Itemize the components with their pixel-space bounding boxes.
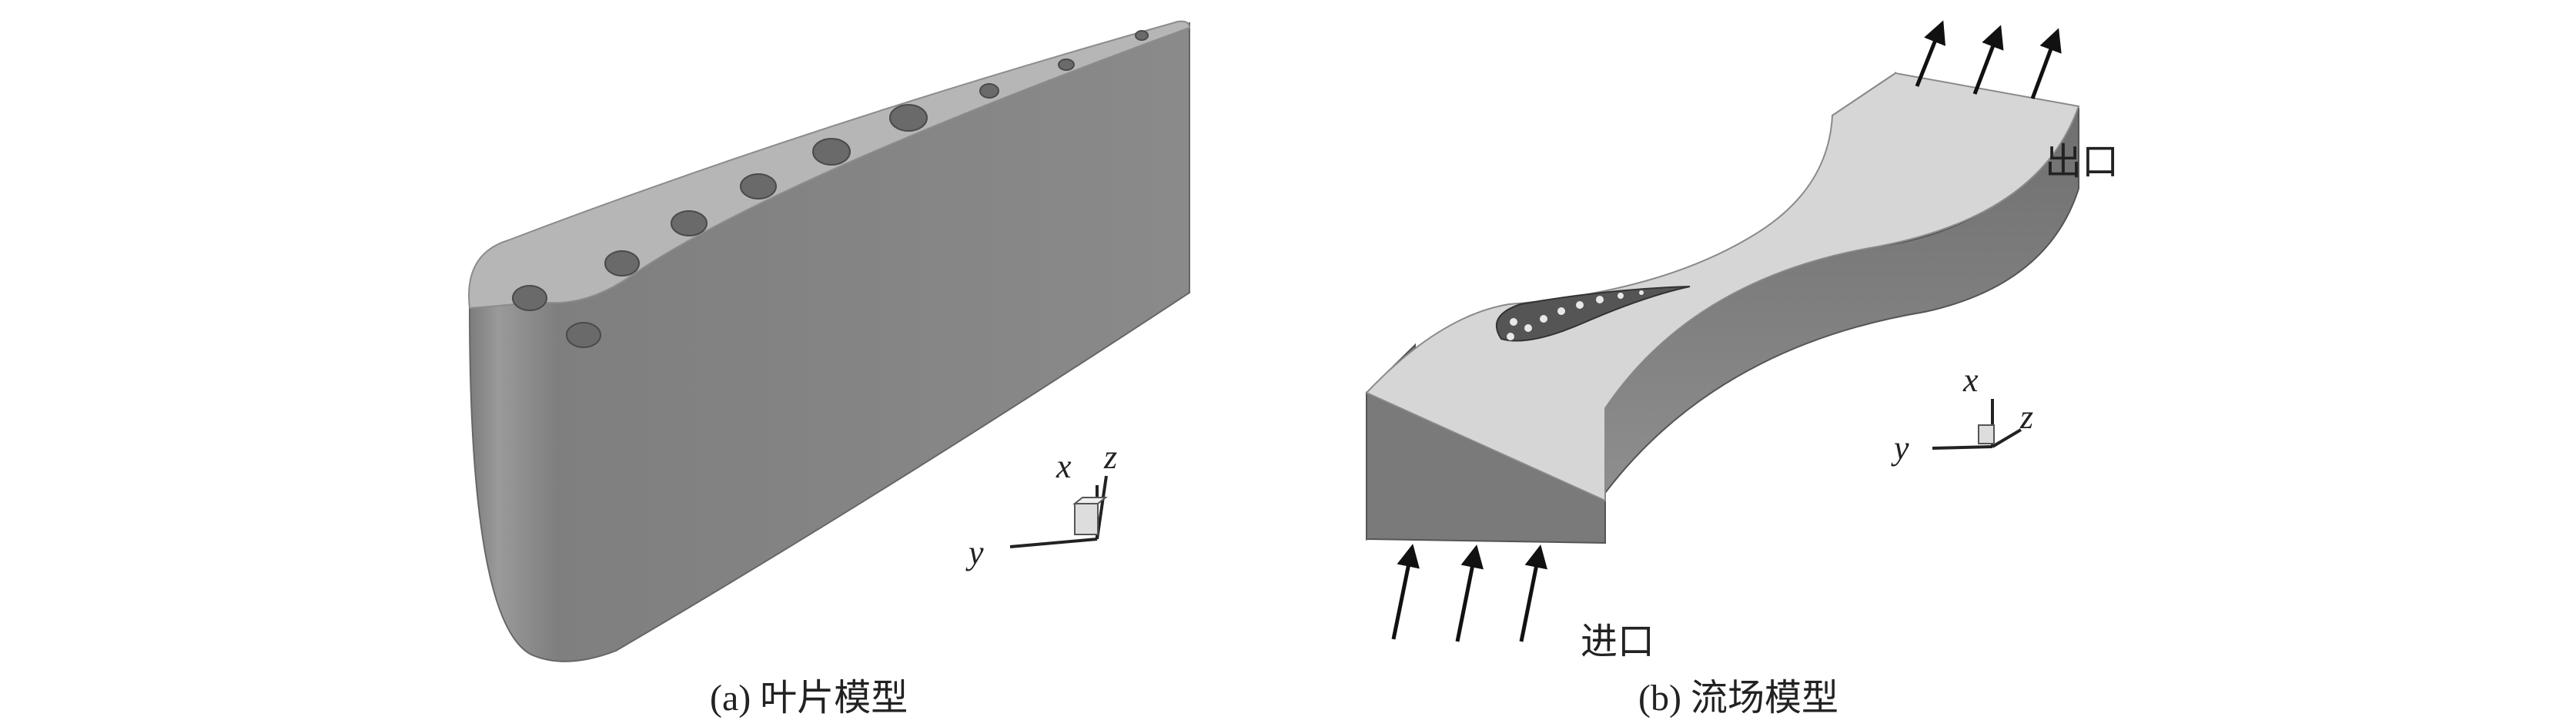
inlet-arrow — [1391, 544, 1420, 640]
axis-triad-a: x z y — [965, 438, 1117, 571]
cooling-hole — [604, 250, 640, 276]
axis-label-y: y — [1891, 429, 1909, 467]
flow-field-model: 出口 进口 x z y (b) 流场模型 — [1365, 20, 2119, 719]
cross-section-holes — [1507, 290, 1644, 340]
cooling-hole — [889, 104, 928, 132]
inlet-label: 进口 — [1581, 621, 1654, 662]
channel-top-face — [1365, 72, 2080, 502]
outlet-arrows — [1915, 20, 2062, 99]
outlet-label: 出口 — [2045, 142, 2119, 183]
axis-label-z: z — [2019, 398, 2033, 436]
axis-label-z: z — [1103, 438, 1117, 476]
cooling-hole — [812, 138, 851, 166]
cooling-hole — [740, 173, 777, 199]
blade-model: x z y (a) 叶片模型 — [468, 20, 1191, 719]
axis-label-x: x — [1055, 447, 1072, 485]
caption-a: (a) 叶片模型 — [710, 678, 908, 719]
outlet-arrow — [2030, 28, 2062, 99]
axis-label-y: y — [965, 534, 984, 571]
cooling-hole — [566, 322, 601, 348]
inlet-arrow — [1455, 544, 1484, 642]
outlet-arrow — [1972, 25, 2004, 95]
cooling-hole — [671, 210, 708, 236]
cooling-hole — [1135, 30, 1149, 41]
inlet-arrows — [1391, 544, 1548, 642]
caption-b: (b) 流场模型 — [1638, 678, 1838, 719]
axis-triad-b: x z y — [1891, 361, 2033, 467]
inlet-arrow — [1519, 544, 1548, 642]
blade-cooling-holes — [512, 30, 1149, 348]
cooling-hole — [979, 83, 999, 99]
blade-cross-section — [1495, 286, 1691, 342]
cooling-hole — [1058, 59, 1075, 71]
outlet-arrow — [1915, 20, 1946, 87]
axis-label-x: x — [1962, 361, 1979, 399]
cooling-hole — [512, 285, 547, 311]
